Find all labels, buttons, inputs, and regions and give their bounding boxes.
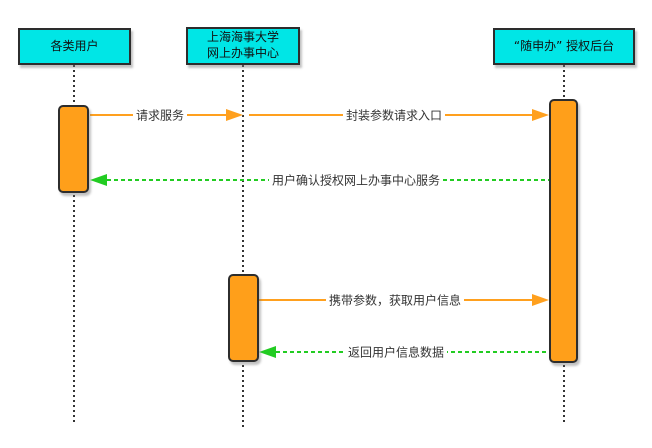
message-label: 携带参数，获取用户信息	[325, 291, 465, 309]
arrowhead-left-icon	[259, 346, 276, 358]
arrowhead-right-icon	[532, 294, 549, 306]
actor-service-center: 上海海事大学 网上办事中心	[186, 27, 300, 65]
message-label: 封装参数请求入口	[342, 106, 446, 124]
activation-bar-service-center	[228, 274, 259, 362]
arrowhead-left-icon	[90, 174, 107, 186]
activation-bar-various-users	[58, 105, 89, 193]
activation-bar-auth-backend	[549, 99, 578, 363]
arrowhead-right-icon	[532, 109, 549, 121]
actor-auth-backend: “随申办” 授权后台	[493, 28, 635, 65]
message-label: 返回用户信息数据	[344, 343, 448, 361]
actor-label-line1: 上海海事大学	[206, 30, 279, 45]
actor-various-users: 各类用户	[18, 28, 131, 65]
message-label: 用户确认授权网上办事中心服务	[268, 171, 444, 189]
lifeline-various-users	[73, 65, 75, 424]
lifeline-service-center	[242, 65, 244, 427]
actor-label: “随申办” 授权后台	[513, 38, 615, 53]
message-label: 请求服务	[132, 106, 188, 124]
actor-label-line2: 网上办事中心	[206, 46, 279, 60]
actor-label: 各类用户	[50, 38, 99, 53]
arrowhead-right-icon	[226, 109, 243, 121]
